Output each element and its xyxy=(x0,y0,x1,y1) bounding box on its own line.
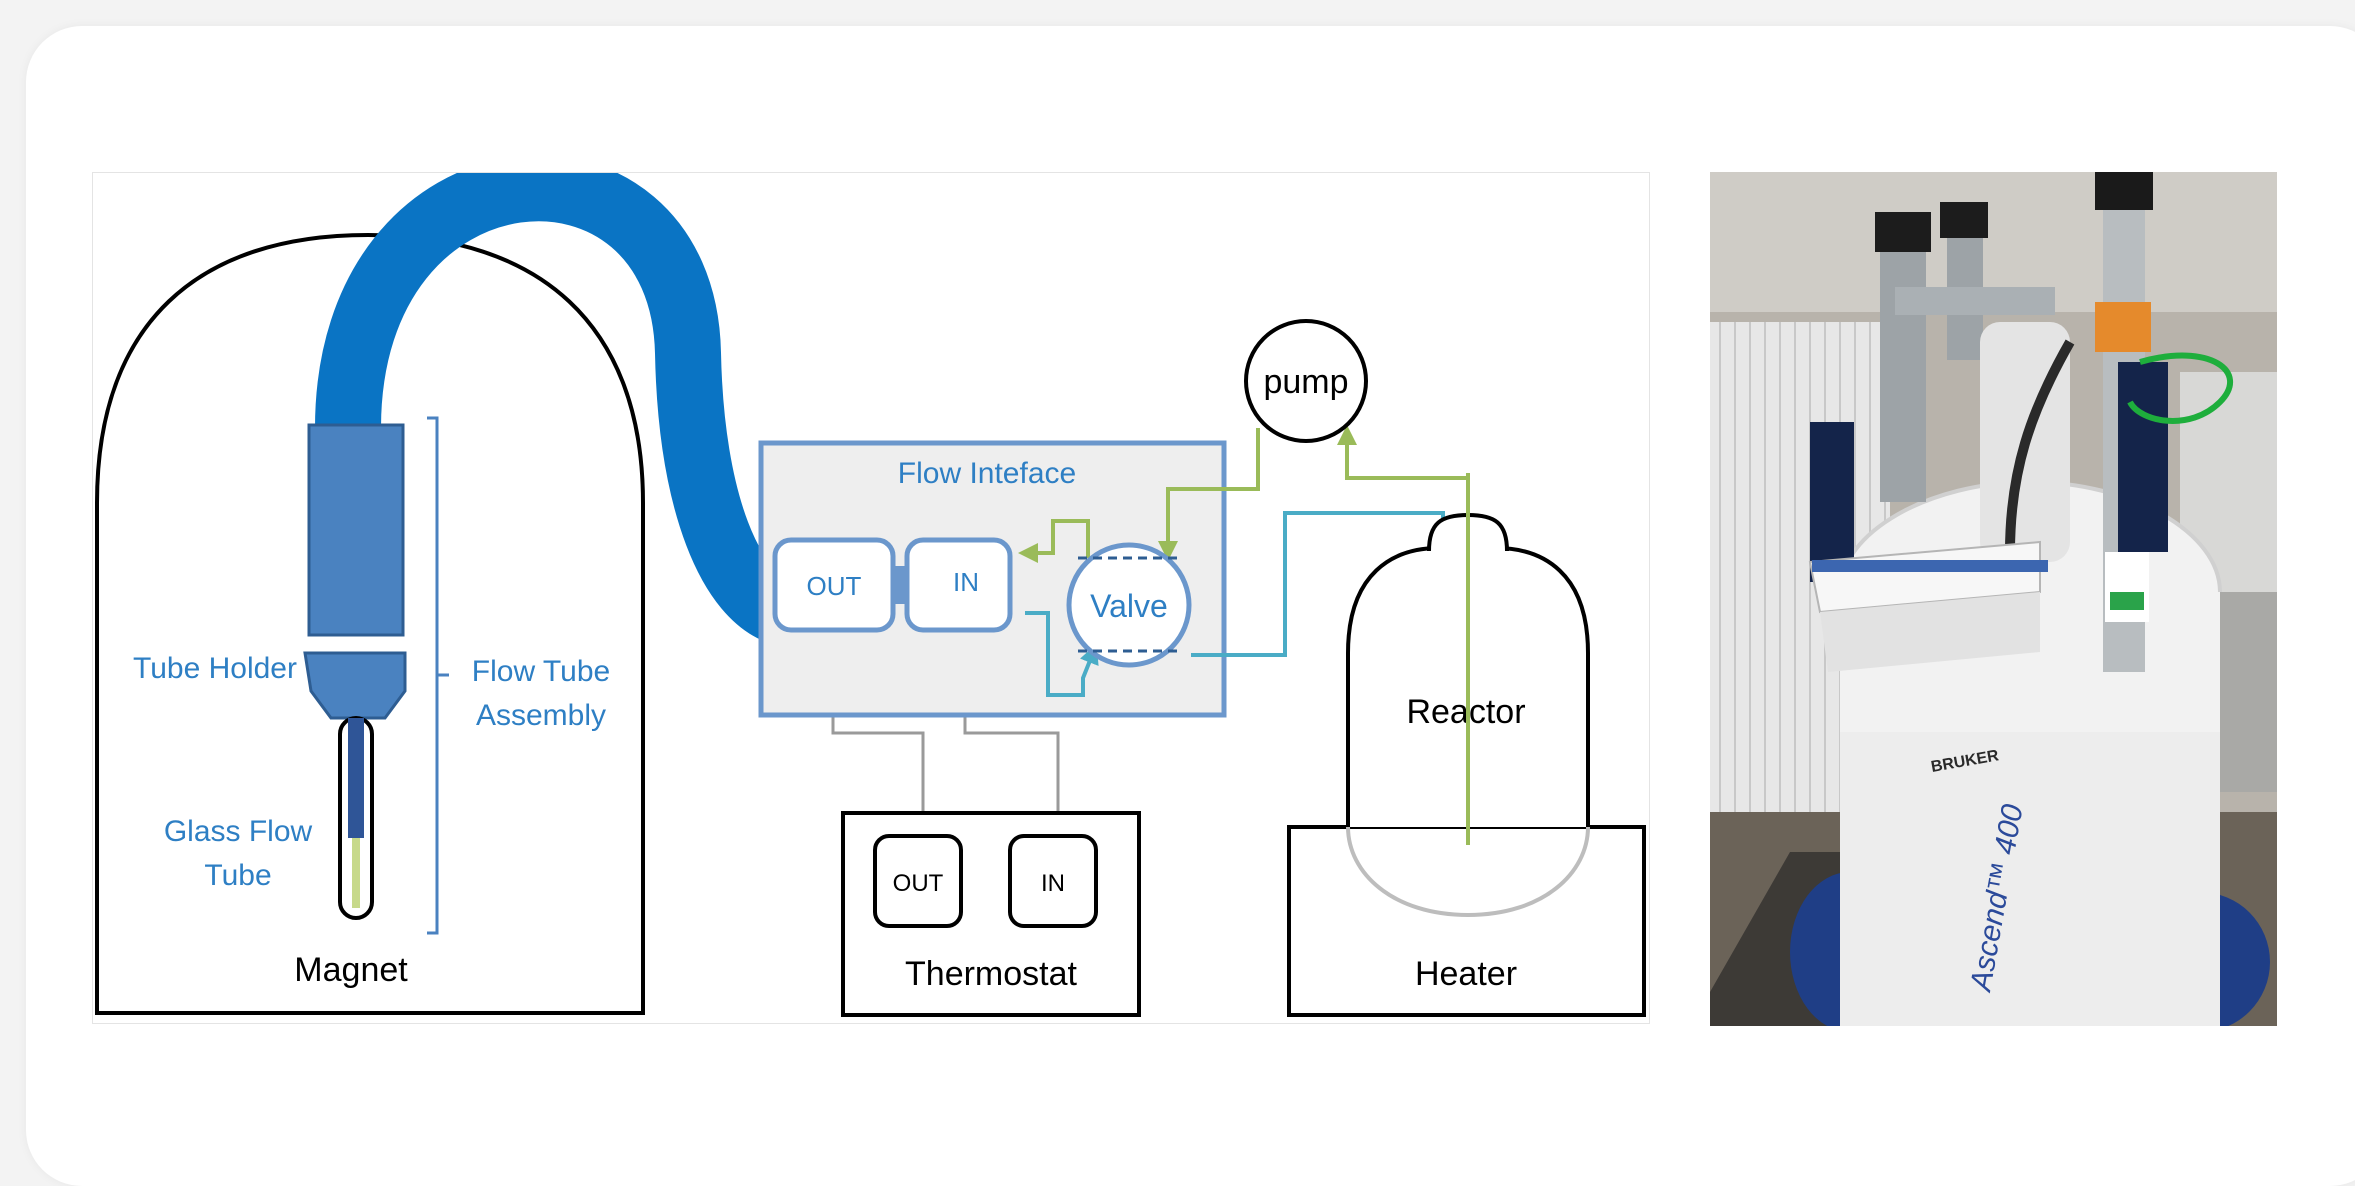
tube-holder-label: Tube Holder xyxy=(133,652,297,685)
in-port xyxy=(904,537,1013,633)
heater-label: Heater xyxy=(1415,955,1517,993)
thermostat-in-label: IN xyxy=(1041,870,1065,897)
flow-tube-assembly-label-line1: Flow Tube xyxy=(472,655,610,688)
glass-flow-tube-label-line2: Tube xyxy=(204,859,271,892)
valve: Valve xyxy=(1066,542,1192,668)
thermostat-out-label: OUT xyxy=(893,870,944,897)
flow-interface-label: Flow Inteface xyxy=(898,457,1076,490)
in-port-label: IN xyxy=(953,567,979,597)
thermostat-label: Thermostat xyxy=(905,955,1077,993)
magnet: Magnet xyxy=(95,232,645,1015)
pump-label: pump xyxy=(1263,363,1348,401)
reactor: Reactor xyxy=(1346,473,1590,918)
flow-tube-assembly-label-line2: Assembly xyxy=(476,699,606,732)
flow-interface: Flow Inteface OUT IN xyxy=(758,440,1227,718)
flow-nmr-diagram: Magnet Tube Holder Glass Flow Tube Flow … xyxy=(92,172,1650,1024)
thermostat: OUT IN Thermostat xyxy=(841,811,1141,1017)
glass-flow-tube-label-line1: Glass Flow xyxy=(164,815,313,848)
magnet-label: Magnet xyxy=(294,951,408,989)
nmr-spectrometer-photo: BRUKER Ascend™ 400 xyxy=(1710,172,2277,1026)
transfer-tube xyxy=(315,173,795,645)
valve-label: Valve xyxy=(1090,588,1168,624)
flow-tube-assembly xyxy=(303,416,449,935)
pump: pump xyxy=(1244,319,1368,443)
out-port-label: OUT xyxy=(807,571,862,601)
heater: Heater xyxy=(1287,825,1646,1017)
